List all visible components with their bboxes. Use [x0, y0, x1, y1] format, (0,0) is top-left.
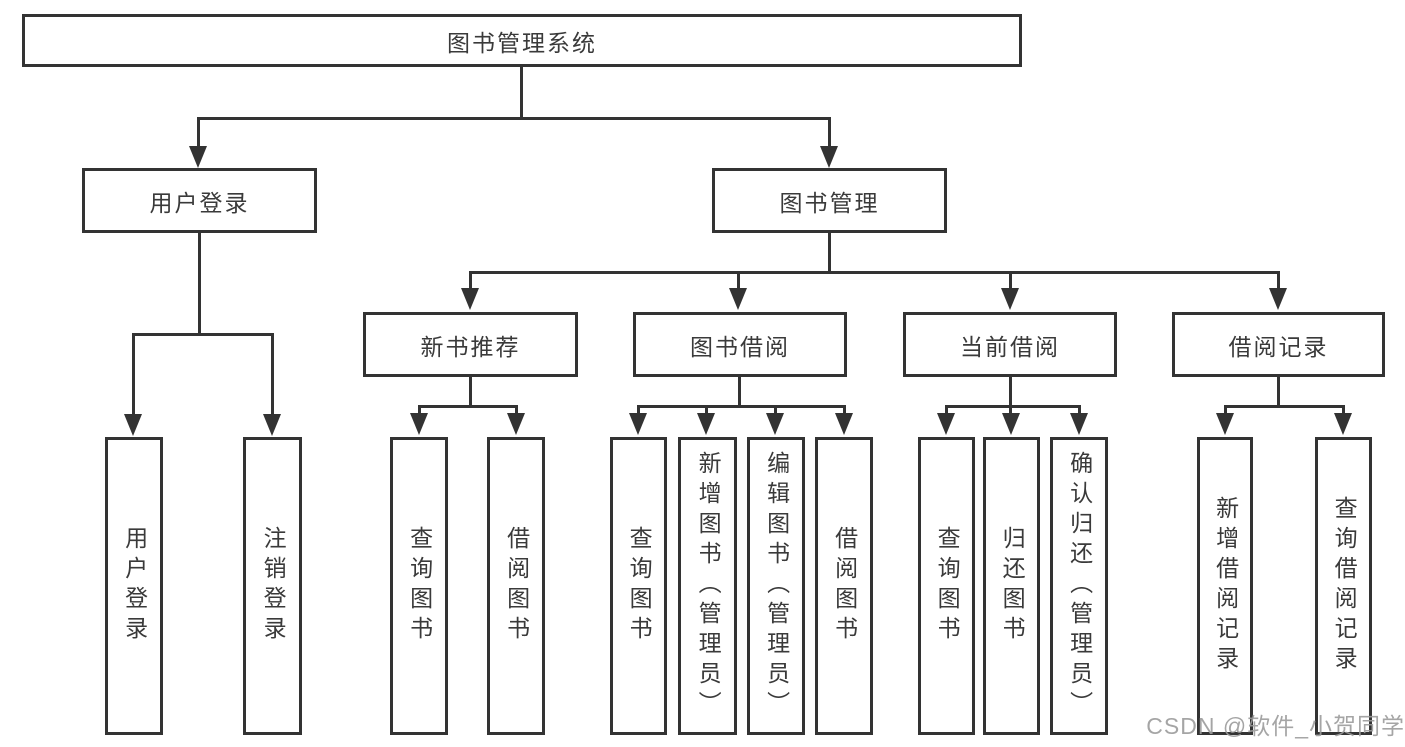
connector-book-mgmt-rail — [469, 271, 1280, 274]
arrowhead-down-icon — [1334, 413, 1352, 435]
leaf-borrow-books-recommend: 借阅图书 — [487, 437, 545, 735]
arrowhead-down-icon — [820, 146, 838, 168]
connector-current-borrow-drop — [1009, 405, 1012, 416]
connector-book-mgmt-drop — [1277, 271, 1280, 291]
connector-book-mgmt-drop — [737, 271, 740, 291]
node-root-label: 图书管理系统 — [447, 29, 597, 56]
connector-user-login-drop-right — [271, 333, 274, 417]
leaf-user-login: 用户登录 — [105, 437, 163, 735]
leaf-edit-book-admin: 编辑图书（管理员） — [747, 437, 805, 735]
node-current-borrowing-label: 当前借阅 — [960, 333, 1060, 360]
arrowhead-down-icon — [1216, 413, 1234, 435]
leaf-add-borrow-record-label: 新增借阅记录 — [1212, 496, 1239, 676]
leaf-borrow-books-recommend-label: 借阅图书 — [503, 526, 530, 646]
leaf-add-borrow-record: 新增借阅记录 — [1197, 437, 1253, 735]
connector-current-borrow-stem — [1009, 377, 1012, 408]
arrowhead-down-icon — [1070, 413, 1088, 435]
leaf-return-book-label: 归还图书 — [999, 526, 1026, 646]
arrowhead-down-icon — [1269, 288, 1287, 310]
csdn-watermark: CSDN @软件_小贺同学 — [1146, 713, 1405, 739]
node-new-book-recommendation: 新书推荐 — [363, 312, 578, 377]
connector-new-book-rail — [418, 405, 518, 408]
connector-book-mgmt-drop — [1009, 271, 1012, 291]
arrowhead-down-icon — [729, 288, 747, 310]
leaf-query-books-current: 查询图书 — [918, 437, 975, 735]
connector-root-rail — [197, 117, 831, 120]
connector-new-book-drop — [515, 405, 518, 416]
connector-root-drop-right — [828, 117, 831, 150]
leaf-query-borrow-record: 查询借阅记录 — [1315, 437, 1372, 735]
node-user-login-label: 用户登录 — [149, 189, 250, 216]
arrowhead-down-icon — [1001, 288, 1019, 310]
arrowhead-down-icon — [1002, 413, 1020, 435]
connector-borrow-records-stem — [1277, 377, 1280, 408]
leaf-return-book: 归还图书 — [983, 437, 1040, 735]
node-book-borrowing-label: 图书借阅 — [690, 333, 790, 360]
arrowhead-down-icon — [263, 414, 281, 436]
arrowhead-down-icon — [937, 413, 955, 435]
arrowhead-down-icon — [507, 413, 525, 435]
connector-current-borrow-rail — [945, 405, 1081, 408]
connector-book-borrow-rail — [637, 405, 846, 408]
node-current-borrowing: 当前借阅 — [903, 312, 1117, 377]
leaf-logout: 注销登录 — [243, 437, 302, 735]
leaf-logout-label: 注销登录 — [260, 526, 287, 646]
connector-borrow-records-drop — [1342, 405, 1345, 416]
leaf-query-books-recommend-label: 查询图书 — [406, 526, 433, 646]
connector-new-book-stem — [469, 377, 472, 408]
leaf-query-books-borrowing: 查询图书 — [610, 437, 667, 735]
leaf-confirm-return-admin: 确认归还（管理员） — [1050, 437, 1108, 735]
arrowhead-down-icon — [124, 414, 142, 436]
node-new-book-recommendation-label: 新书推荐 — [420, 333, 521, 360]
connector-current-borrow-drop — [1078, 405, 1081, 416]
leaf-query-books-current-label: 查询图书 — [934, 526, 961, 646]
node-borrowing-records-label: 借阅记录 — [1228, 333, 1329, 360]
connector-book-borrow-drop — [705, 405, 708, 416]
leaf-query-books-borrowing-label: 查询图书 — [626, 526, 653, 646]
arrowhead-down-icon — [189, 146, 207, 168]
arrowhead-down-icon — [410, 413, 428, 435]
connector-borrow-records-rail — [1224, 405, 1345, 408]
node-book-management-label: 图书管理 — [779, 189, 880, 216]
arrowhead-down-icon — [697, 413, 715, 435]
leaf-edit-book-admin-label: 编辑图书（管理员） — [763, 451, 790, 721]
connector-new-book-drop — [418, 405, 421, 416]
leaf-add-book-admin-label: 新增图书（管理员） — [695, 451, 722, 721]
node-book-management: 图书管理 — [712, 168, 947, 233]
leaf-query-books-recommend: 查询图书 — [390, 437, 448, 735]
node-borrowing-records: 借阅记录 — [1172, 312, 1385, 377]
connector-current-borrow-drop — [945, 405, 948, 416]
connector-user-login-rail — [132, 333, 274, 336]
connector-book-borrow-drop — [637, 405, 640, 416]
node-book-borrowing: 图书借阅 — [633, 312, 847, 377]
leaf-borrow-books-borrowing-label: 借阅图书 — [831, 526, 858, 646]
arrowhead-down-icon — [766, 413, 784, 435]
connector-user-login-drop-left — [132, 333, 135, 417]
arrowhead-down-icon — [461, 288, 479, 310]
node-root: 图书管理系统 — [22, 14, 1022, 67]
connector-book-mgmt-stem — [828, 233, 831, 274]
leaf-query-borrow-record-label: 查询借阅记录 — [1331, 496, 1358, 676]
leaf-user-login-label: 用户登录 — [121, 526, 148, 646]
connector-root-stem — [520, 67, 523, 119]
connector-user-login-stem — [198, 233, 201, 336]
arrowhead-down-icon — [629, 413, 647, 435]
leaf-add-book-admin: 新增图书（管理员） — [678, 437, 737, 735]
connector-root-drop-left — [197, 117, 200, 150]
connector-book-borrow-stem — [738, 377, 741, 408]
leaf-borrow-books-borrowing: 借阅图书 — [815, 437, 873, 735]
connector-borrow-records-drop — [1224, 405, 1227, 416]
connector-book-borrow-drop — [843, 405, 846, 416]
node-user-login: 用户登录 — [82, 168, 317, 233]
connector-book-mgmt-drop — [469, 271, 472, 291]
connector-book-borrow-drop — [774, 405, 777, 416]
leaf-confirm-return-admin-label: 确认归还（管理员） — [1066, 451, 1093, 721]
arrowhead-down-icon — [835, 413, 853, 435]
